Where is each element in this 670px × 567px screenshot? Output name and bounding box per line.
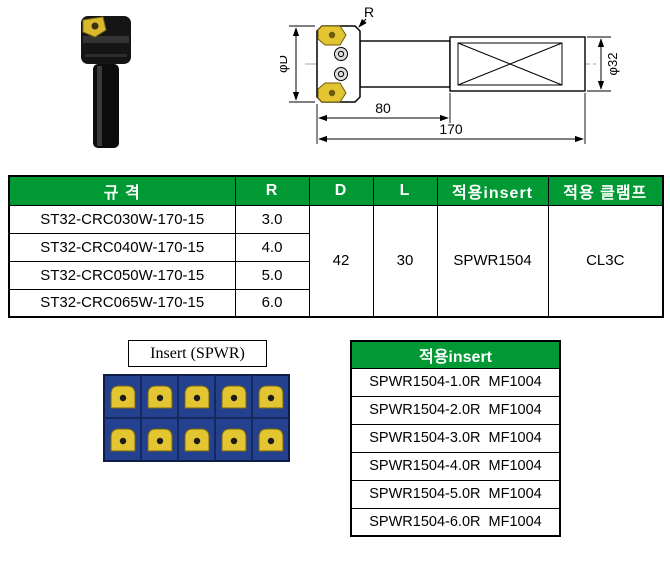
insert-row: SPWR1504-3.0R MF1004 <box>350 423 561 453</box>
insert-row: SPWR1504-2.0R MF1004 <box>350 395 561 425</box>
insert-row: SPWR1504-6.0R MF1004 <box>350 507 561 537</box>
spec-table-header-row: 규 격 R D L 적용insert 적용 클램프 <box>8 175 664 206</box>
tool-shank-photo <box>93 64 119 148</box>
dim-80: 80 <box>316 93 451 144</box>
spec-d: 42 <box>308 204 374 318</box>
col-header-clamp: 적용 클램프 <box>547 175 664 206</box>
insert-table: 적용insert SPWR1504-1.0R MF1004 SPWR1504-2… <box>350 340 561 537</box>
insert-table-header: 적용insert <box>350 340 561 369</box>
spec-model: ST32-CRC040W-170-15 <box>8 232 236 262</box>
spec-row: ST32-CRC040W-170-15 4.0 <box>8 232 663 262</box>
insert-label: Insert (SPWR) <box>128 340 267 367</box>
col-header-l: L <box>372 175 438 206</box>
spec-table: 규 격 R D L 적용insert 적용 클램프 ST32-CRC030W-1… <box>8 175 664 318</box>
spec-r: 4.0 <box>234 232 310 262</box>
insert-table-header-row: 적용insert <box>350 340 561 369</box>
cross-section-box <box>457 42 563 86</box>
col-header-d: D <box>308 175 374 206</box>
insert-tray-photo <box>103 371 290 463</box>
insert-code: SPWR1504-6.0R MF1004 <box>350 507 561 537</box>
insert-row: SPWR1504-4.0R MF1004 <box>350 451 561 481</box>
phi-d-label: φD <box>280 55 290 73</box>
insert-code: SPWR1504-5.0R MF1004 <box>350 479 561 509</box>
tool-photo-svg <box>81 16 131 148</box>
spec-r: 5.0 <box>234 260 310 290</box>
cutter-head <box>316 25 361 103</box>
technical-drawing: R φD φ32 80 <box>275 4 648 162</box>
radius-dim-label: R <box>364 4 374 20</box>
insert-tray-svg <box>103 374 290 462</box>
clamp-screw-top <box>334 47 348 61</box>
insert-code: SPWR1504-3.0R MF1004 <box>350 423 561 453</box>
col-header-insert: 적용insert <box>436 175 549 206</box>
radius-dim: R <box>358 4 374 28</box>
insert-code: SPWR1504-1.0R MF1004 <box>350 367 561 397</box>
spec-row: ST32-CRC065W-170-15 6.0 <box>8 288 663 318</box>
col-header-spec: 규 격 <box>8 175 236 206</box>
insert-screw <box>91 22 99 30</box>
tool-head <box>81 16 131 64</box>
spec-model: ST32-CRC050W-170-15 <box>8 260 236 290</box>
spec-model: ST32-CRC030W-170-15 <box>8 204 236 234</box>
insert-row: SPWR1504-5.0R MF1004 <box>350 479 561 509</box>
dim-170: 170 <box>318 93 586 144</box>
spec-r: 3.0 <box>234 204 310 234</box>
spec-l: 30 <box>372 204 438 318</box>
tool-photo <box>73 8 139 154</box>
spec-row: ST32-CRC030W-170-15 3.0 42 30 SPWR1504 C… <box>8 204 664 318</box>
dim-80-label: 80 <box>375 100 391 116</box>
col-header-r: R <box>234 175 310 206</box>
spec-insert: SPWR1504 <box>436 204 549 318</box>
spec-model: ST32-CRC065W-170-15 <box>8 288 236 318</box>
insert-code: SPWR1504-2.0R MF1004 <box>350 395 561 425</box>
insert-label-text: Insert (SPWR) <box>150 344 245 362</box>
tool-shank-drawing <box>359 36 586 92</box>
spec-clamp: CL3C <box>547 204 664 318</box>
spec-row: ST32-CRC050W-170-15 5.0 <box>8 260 663 290</box>
spec-r: 6.0 <box>234 288 310 318</box>
dim-170-label: 170 <box>439 121 463 137</box>
insert-row: SPWR1504-1.0R MF1004 <box>350 367 561 397</box>
clamp-screw-bottom <box>334 67 348 81</box>
insert-code: SPWR1504-4.0R MF1004 <box>350 451 561 481</box>
phi-32-label: φ32 <box>605 53 620 76</box>
technical-drawing-svg: R φD φ32 80 <box>275 4 620 144</box>
phi-32-dim: φ32 <box>587 36 620 92</box>
